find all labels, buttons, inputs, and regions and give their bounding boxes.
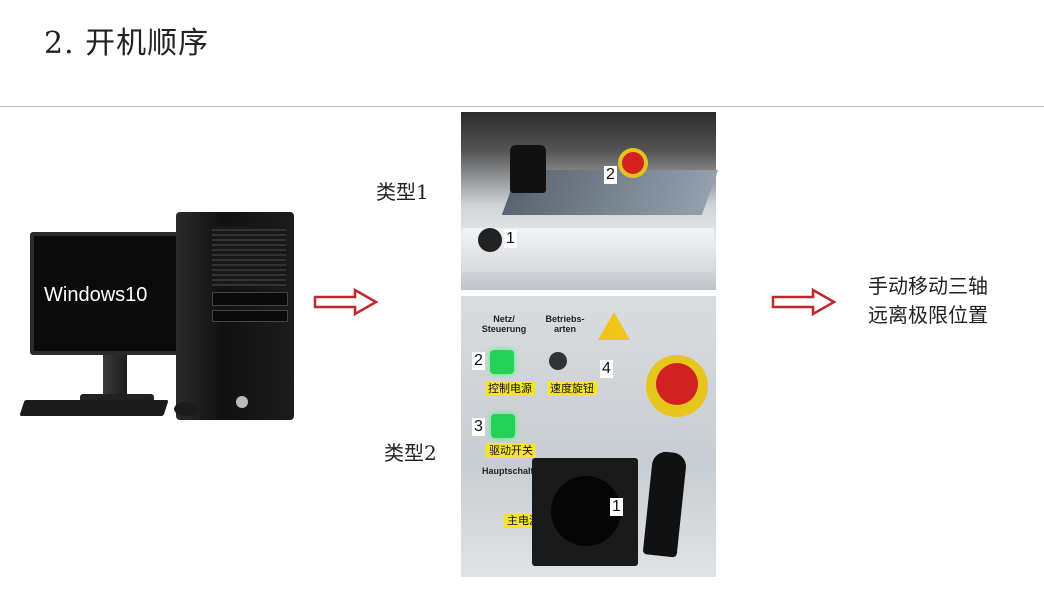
type1-power-knob <box>478 228 502 252</box>
type2-tag-1: 1 <box>610 498 623 516</box>
type2-header-right: Betriebs- arten <box>545 314 585 334</box>
arrow-right-icon-2 <box>771 288 837 316</box>
result-line-1: 手动移动三轴 <box>868 274 988 298</box>
mode-key-switch <box>549 352 567 370</box>
title-divider <box>0 106 1044 107</box>
arrow-right-icon <box>313 288 379 316</box>
sticker-control-power: 控制电源 <box>485 381 535 396</box>
keyboard <box>19 400 169 416</box>
result-text: 手动移动三轴 远离极限位置 <box>868 272 988 330</box>
type2-main-switch-title: Hauptschalter <box>482 466 543 476</box>
type1-tag-1: 1 <box>504 230 517 248</box>
emergency-stop-button-icon <box>656 363 698 405</box>
main-switch-dial <box>551 476 621 546</box>
type2-label: 类型2 <box>384 441 437 465</box>
monitor-stand <box>103 352 127 397</box>
pc-tower-vent <box>212 226 286 286</box>
type2-header-left: Netz/ Steuerung <box>481 314 527 334</box>
monitor-base <box>80 394 154 402</box>
warning-icon <box>598 312 630 340</box>
mouse <box>174 402 198 416</box>
emergency-stop-icon <box>622 152 644 174</box>
page-title: 2. 开机顺序 <box>44 26 210 61</box>
type1-tag-2: 2 <box>604 166 617 184</box>
joystick-icon <box>510 145 546 193</box>
result-line-2: 远离极限位置 <box>868 303 988 327</box>
drive-switch-led <box>491 414 515 438</box>
pc-drive-bay <box>212 292 288 306</box>
sticker-speed-knob: 速度旋钮 <box>547 381 597 396</box>
type2-tag-3: 3 <box>472 418 485 436</box>
control-power-led <box>490 350 514 374</box>
sticker-drive-switch: 驱动开关 <box>486 443 536 458</box>
pc-logo-icon <box>236 396 248 408</box>
type2-tag-4: 4 <box>600 360 613 378</box>
pc-drive-bay-2 <box>212 310 288 322</box>
type2-tag-2: 2 <box>472 352 485 370</box>
monitor-os-text: Windows10 <box>44 284 148 306</box>
monitor-screen: Windows10 <box>30 232 180 355</box>
type1-label: 类型1 <box>376 180 429 204</box>
